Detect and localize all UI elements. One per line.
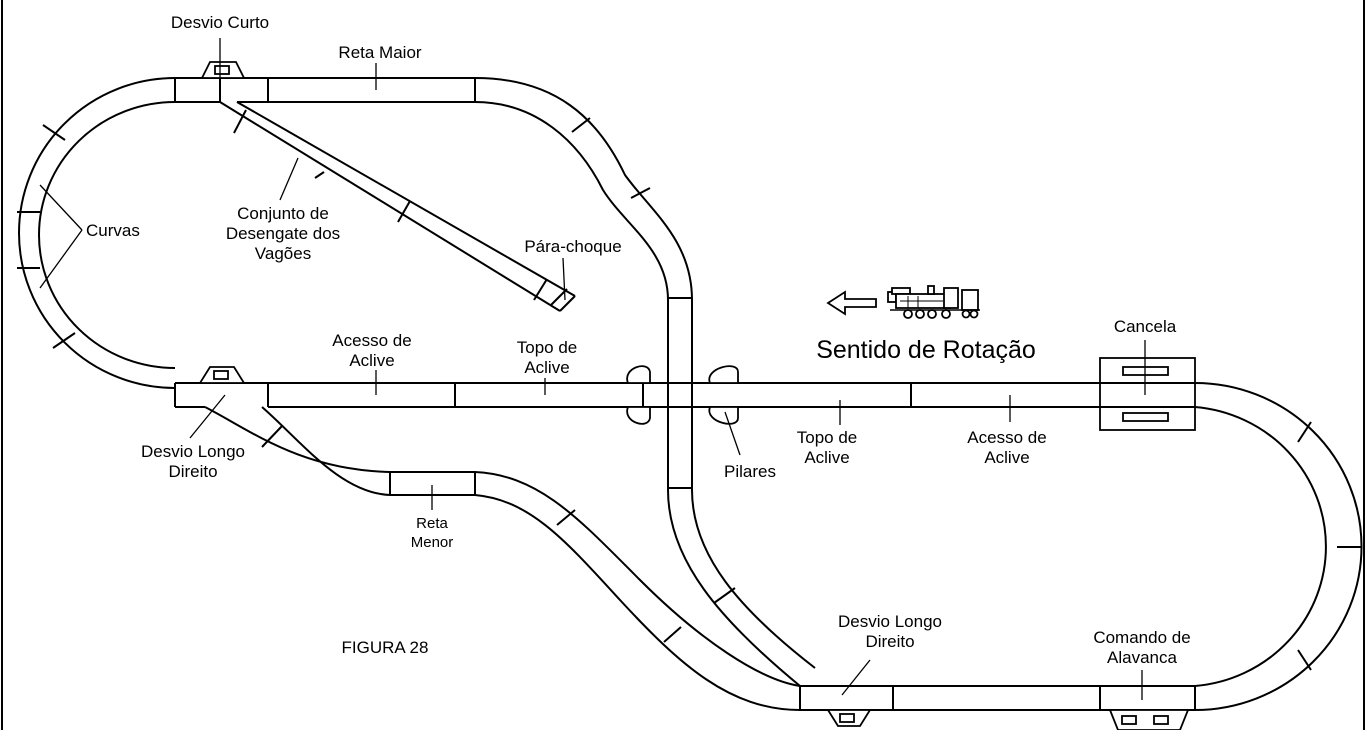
- middle-horizontal-track: [174, 365, 1100, 425]
- label-acesso2-line1: Acesso de: [967, 428, 1046, 447]
- label-topo2-line2: Aclive: [804, 448, 849, 467]
- label-cancela: Cancela: [1114, 317, 1177, 336]
- label-conjunto-line2: Desengate dos: [226, 224, 340, 243]
- short-switch-box: [200, 61, 246, 79]
- uncoupling-spur-track: [219, 101, 576, 312]
- pillar-right-top: [708, 365, 739, 384]
- label-desvio-longo2-line1: Desvio Longo: [838, 612, 942, 631]
- label-figura: FIGURA 28: [342, 638, 429, 657]
- label-reta-menor-line2: Menor: [411, 534, 454, 551]
- label-acesso-line2: Aclive: [349, 351, 394, 370]
- label-reta-maior: Reta Maior: [338, 43, 421, 62]
- label-acesso-line1: Acesso de: [332, 331, 411, 350]
- label-desvio-curto: Desvio Curto: [171, 13, 269, 32]
- label-curvas: Curvas: [86, 221, 140, 240]
- upper-right-track: [268, 77, 693, 301]
- label-topo-line2: Aclive: [524, 358, 569, 377]
- right-loop-track: [1194, 382, 1363, 711]
- label-desvio-longo2-line2: Direito: [865, 632, 914, 651]
- label-conjunto-line3: Vagões: [255, 244, 311, 263]
- label-conjunto-line1: Conjunto de: [237, 204, 329, 223]
- label-comando-line2: Alavanca: [1107, 648, 1177, 667]
- label-acesso2-line2: Aclive: [984, 448, 1029, 467]
- long-switch-bottom-box: [826, 709, 872, 727]
- label-desvio-longo-line1: Desvio Longo: [141, 442, 245, 461]
- label-para-choque: Pára-choque: [524, 237, 621, 256]
- arrow-left-icon: [826, 290, 877, 316]
- pillar-left-bottom: [626, 406, 651, 425]
- crossover-vertical-track: [667, 300, 816, 687]
- label-topo-line1: Topo de: [517, 338, 578, 357]
- bottom-straight-track: [799, 685, 1196, 711]
- label-comando-line1: Comando de: [1093, 628, 1190, 647]
- lever-control-box: [1108, 709, 1190, 730]
- leader-lines: [39, 38, 1146, 700]
- steam-locomotive-icon: [887, 285, 980, 319]
- lower-left-branch-track: [204, 406, 801, 711]
- label-pilares: Pilares: [724, 462, 776, 481]
- label-desvio-longo-line2: Direito: [168, 462, 217, 481]
- long-switch-left-box: [198, 366, 246, 384]
- label-reta-menor-line1: Reta: [416, 515, 448, 532]
- crossing-gate: [1099, 357, 1196, 431]
- label-topo2-line1: Topo de: [797, 428, 858, 447]
- pillar-right-bottom: [708, 406, 739, 425]
- pillar-left-top: [626, 365, 651, 384]
- label-sentido-rotacao: Sentido de Rotação: [816, 336, 1036, 364]
